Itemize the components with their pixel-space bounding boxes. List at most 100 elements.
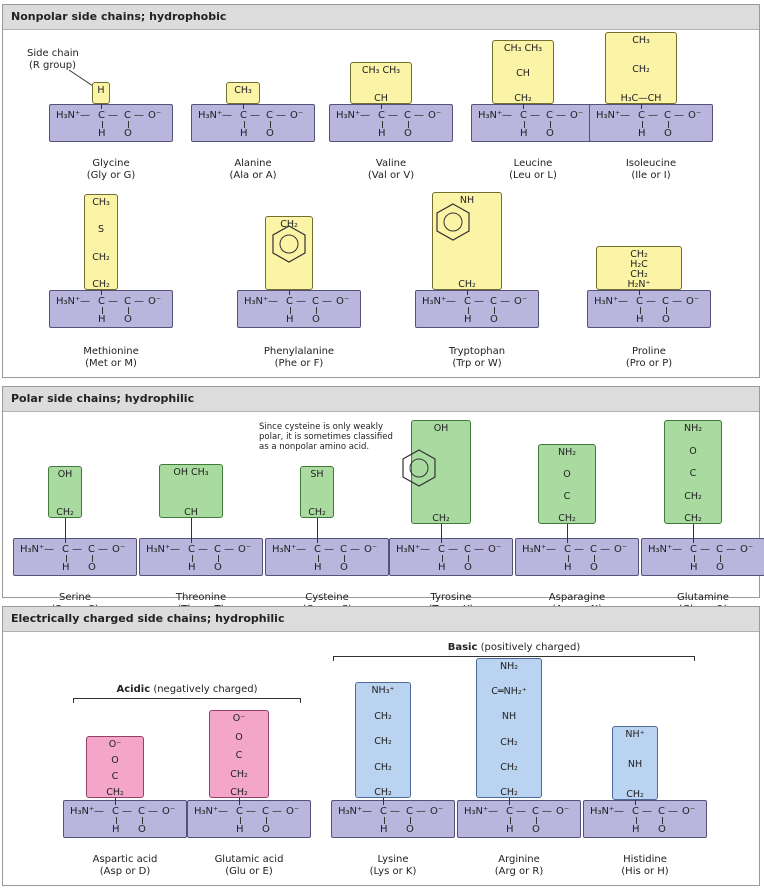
side-chain-atom: NH (501, 711, 517, 723)
alpha-carbon: C (112, 806, 119, 817)
carbonyl-carbon: C (716, 544, 723, 555)
amino-acid-name: Glycine (92, 158, 130, 169)
nonpolar-panel: Nonpolar side chains; hydrophobic Side c… (2, 4, 760, 378)
side-chain-bond (567, 524, 568, 543)
c-o-bond (128, 121, 129, 128)
carbonyl-oxygen: O (546, 128, 554, 139)
bond: — (420, 544, 430, 555)
side-chain-bond (641, 104, 642, 109)
c-h-bond (642, 121, 643, 128)
c-h-bond (384, 817, 385, 824)
side-chain-atom: C (563, 491, 571, 502)
bond: — (268, 296, 278, 307)
amine-group: H₃N⁺ (648, 544, 673, 555)
side-chain-atom: O (689, 445, 697, 457)
bond: — (726, 544, 736, 555)
c-o-bond (218, 555, 219, 562)
carbonyl-oxygen: O (590, 562, 598, 573)
carbonyl-carbon: C (662, 296, 669, 307)
amino-acid-abbreviation: (Arg or R) (494, 866, 544, 877)
alpha-carbon: C (464, 296, 471, 307)
side-chain-atom: NH (627, 759, 643, 770)
side-chain-atom: C (689, 468, 697, 479)
c-o-bond (666, 307, 667, 314)
side-chain-atom: H₃C—CH (620, 93, 662, 104)
amino-acid-name: Tryptophan (448, 346, 506, 357)
side-chain-atom: NH (459, 195, 475, 206)
carbonyl-carbon: C (464, 544, 471, 555)
amino-acid-name: Methionine (83, 346, 139, 357)
amine-group: H₃N⁺ (244, 296, 269, 307)
c-o-bond (536, 817, 537, 824)
acidic-brace (73, 698, 301, 703)
c-h-bond (568, 555, 569, 562)
side-chain-bond (467, 290, 468, 295)
alpha-hydrogen: H (112, 824, 120, 835)
bond: — (134, 110, 144, 121)
alpha-carbon: C (236, 806, 243, 817)
amino-acid-name: Aspartic acid (92, 854, 158, 865)
c-o-bond (128, 307, 129, 314)
polar-body: Since cysteine is only weakly polar, it … (3, 412, 764, 615)
amine-group: H₃N⁺ (590, 806, 615, 817)
side-chain-bond (693, 524, 694, 543)
side-chain-atom: SH (310, 469, 324, 480)
bond: — (546, 544, 556, 555)
amino-acid-name: Cysteine (305, 592, 349, 603)
alpha-carbon: C (380, 806, 387, 817)
bond: — (198, 544, 208, 555)
amine-group: H₃N⁺ (596, 110, 621, 121)
carboxylate-oxygen: O⁻ (428, 110, 442, 121)
carbonyl-carbon: C (138, 806, 145, 817)
amino-acid-abbreviation: (Pro or P) (625, 358, 673, 369)
side-chain-bond (239, 798, 240, 805)
side-chain-atom: C═NH₂⁺ (491, 686, 527, 698)
c-h-bond (694, 555, 695, 562)
carbonyl-carbon: C (406, 806, 413, 817)
c-h-bond (192, 555, 193, 562)
c-h-bond (382, 121, 383, 128)
bond: — (72, 544, 82, 555)
acidic-paren: (negatively charged) (153, 684, 258, 695)
amine-group: H₃N⁺ (20, 544, 45, 555)
side-chain-atom: CH₂ (374, 761, 392, 773)
c-h-bond (510, 817, 511, 824)
bond: — (170, 544, 180, 555)
bond: — (502, 110, 512, 121)
side-chain-atom: CH₂ (630, 269, 648, 280)
side-chain-atom: CH₂ (230, 787, 248, 798)
carbonyl-carbon: C (340, 544, 347, 555)
charged-body: Acidic (negatively charged) Basic (posit… (3, 632, 759, 885)
amino-acid-abbreviation: (Glu or E) (225, 866, 273, 877)
side-chain-atom: NH₂ (683, 423, 703, 434)
c-o-bond (266, 817, 267, 824)
carboxylate-oxygen: O⁻ (286, 806, 300, 817)
alpha-hydrogen: H (638, 128, 646, 139)
bond: — (414, 110, 424, 121)
carboxylate-oxygen: O⁻ (740, 544, 754, 555)
side-chain-atom: CH₃ CH₃ (503, 43, 543, 54)
side-chain-atom: CH₂ (684, 490, 702, 502)
bond: — (246, 806, 256, 817)
side-chain-atom: CH₃ (92, 197, 110, 208)
c-h-bond (318, 555, 319, 562)
alpha-hydrogen: H (636, 314, 644, 325)
bond: — (530, 110, 540, 121)
carboxylate-oxygen: O⁻ (688, 110, 702, 121)
amino-acid-name: Valine (375, 158, 407, 169)
c-h-bond (240, 817, 241, 824)
bond: — (500, 296, 510, 307)
alpha-carbon: C (314, 544, 321, 555)
